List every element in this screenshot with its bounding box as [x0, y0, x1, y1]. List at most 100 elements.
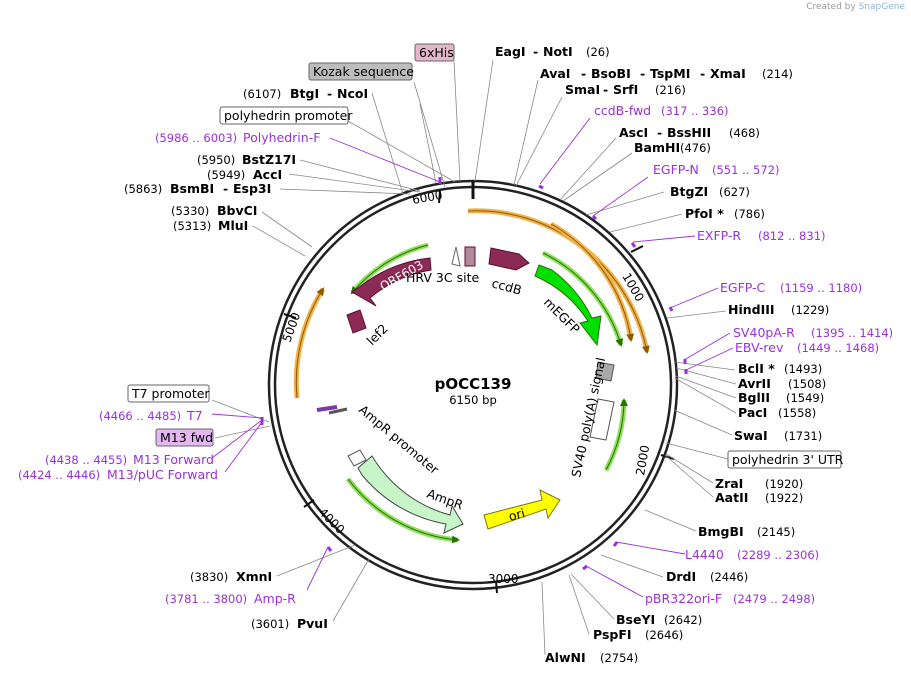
svg-text:(3781 .. 3800): (3781 .. 3800) — [165, 592, 247, 606]
svg-text:(317 .. 336): (317 .. 336) — [661, 104, 729, 118]
snapgene-credit: Created by SnapGene — [806, 2, 905, 12]
primer-sv40paR: SV40pA-R (1395 .. 1414) — [733, 325, 893, 340]
his-label: 6xHis — [419, 45, 454, 60]
svg-text:-: - — [327, 86, 332, 101]
svg-text:AlwNI: AlwNI — [545, 650, 586, 665]
enzyme-pvuI: (3601) PvuI — [251, 616, 328, 631]
svg-text:(216): (216) — [655, 83, 686, 97]
svg-text:(6107): (6107) — [243, 87, 281, 101]
svg-text:(1493): (1493) — [784, 362, 822, 376]
svg-text:(468): (468) — [729, 126, 760, 140]
primer-egfpC: EGFP-C (1159 .. 1180) — [720, 280, 862, 295]
svg-text:PfoI *: PfoI * — [685, 206, 724, 221]
polh-box — [219, 106, 349, 125]
svg-text:ZraI: ZraI — [715, 476, 743, 491]
svg-text:BtgI: BtgI — [290, 86, 319, 101]
svg-text:(1395 .. 1414): (1395 .. 1414) — [811, 326, 893, 340]
t7-promoter-label: T7 promoter — [131, 386, 210, 401]
svg-text:SmaI: SmaI — [565, 82, 600, 97]
svg-text:XmnI: XmnI — [236, 569, 272, 584]
svg-text:BsmBI: BsmBI — [170, 181, 214, 196]
svg-text:(1508): (1508) — [788, 377, 826, 391]
enzyme-zraI: ZraI (1920) — [715, 476, 803, 491]
svg-text:BtgZI: BtgZI — [670, 184, 708, 199]
enzyme-hindIII: HindIII (1229) — [728, 302, 829, 317]
svg-text:PacI: PacI — [738, 405, 767, 420]
primer-l4440: L4440 (2289 .. 2306) — [685, 547, 819, 562]
kozak-label: Kozak sequence — [313, 64, 414, 79]
svg-text:-: - — [533, 44, 538, 59]
svg-text:PspFI: PspFI — [593, 627, 632, 642]
svg-text:AccI: AccI — [253, 167, 282, 182]
svg-text:DrdI: DrdI — [666, 569, 696, 584]
svg-text:(5986 .. 6003): (5986 .. 6003) — [155, 131, 237, 145]
svg-text:(2145): (2145) — [757, 525, 795, 539]
svg-text:(1731): (1731) — [784, 429, 822, 443]
tick-label-2000: 2000 — [633, 444, 652, 477]
svg-text:(4424 .. 4446): (4424 .. 4446) — [18, 468, 100, 482]
m13-fwd-box — [155, 428, 214, 447]
enzyme-smaI: SmaI - SrfI (216) — [565, 82, 686, 97]
svg-text:EXFP-R: EXFP-R — [697, 228, 741, 243]
svg-text:SwaI: SwaI — [734, 428, 768, 443]
svg-text:BstZ17I: BstZ17I — [242, 152, 296, 167]
orf603-feature — [351, 257, 432, 307]
megfp-feature — [534, 264, 602, 347]
svg-text:TspMI: TspMI — [650, 66, 690, 81]
svg-text:(214): (214) — [762, 67, 793, 81]
svg-text:(2479 .. 2498): (2479 .. 2498) — [733, 592, 815, 606]
svg-text:(26): (26) — [586, 45, 610, 59]
svg-text:EGFP-N: EGFP-N — [653, 162, 699, 177]
svg-text:(1229): (1229) — [791, 303, 829, 317]
svg-text:SrfI: SrfI — [613, 82, 638, 97]
svg-text:PvuI: PvuI — [297, 616, 328, 631]
enzyme-eagI: EagI - NotI (26) — [495, 44, 610, 59]
plasmid-name: pOCC139 — [435, 375, 512, 393]
svg-text:(5949): (5949) — [207, 168, 245, 182]
svg-text:(5313): (5313) — [173, 219, 211, 233]
svg-text:(3601): (3601) — [251, 617, 289, 631]
enzyme-btgZI: BtgZI (627) — [670, 184, 750, 199]
polh-label: polyhedrin promoter — [224, 108, 353, 123]
ampr-promoter-feature — [347, 449, 367, 467]
enzyme-pfoI: PfoI * (786) — [685, 206, 765, 221]
t7-marker — [328, 407, 348, 415]
tick-marks — [283, 190, 675, 594]
primer-m13Forward: (4438 .. 4455) M13 Forward — [45, 452, 214, 467]
svg-text:(5863): (5863) — [124, 182, 162, 196]
primer-pbr322: pBR322ori-F (2479 .. 2498) — [645, 591, 815, 606]
his-box — [414, 43, 455, 62]
svg-text:(2446): (2446) — [710, 570, 748, 584]
hrv-label: HRV 3C site — [406, 270, 479, 285]
primer-ampR: (3781 .. 3800) Amp-R — [165, 591, 296, 606]
svg-text:(812 .. 831): (812 .. 831) — [758, 229, 826, 243]
svg-text:pBR322ori-F: pBR322ori-F — [645, 591, 722, 606]
enzyme-bamHI: BamHI (476) — [634, 140, 711, 155]
enzyme-xmnI: (3830) XmnI — [190, 569, 272, 584]
svg-text:L4440: L4440 — [685, 547, 724, 562]
enzyme-btgI: (6107) BtgI - NcoI — [243, 86, 368, 101]
enzyme-mluI: (5313) MluI — [173, 218, 248, 233]
svg-text:BglII: BglII — [738, 390, 770, 405]
primer-exfpR: EXFP-R (812 .. 831) — [697, 228, 826, 243]
svg-text:(2289 .. 2306): (2289 .. 2306) — [737, 548, 819, 562]
enzyme-swaI: SwaI (1731) — [734, 428, 822, 443]
svg-text:(3830): (3830) — [190, 570, 228, 584]
lef2-label: lef2 — [364, 321, 391, 348]
primer-t7: (4466 .. 4485) T7 — [99, 408, 203, 423]
enzyme-pspFI: PspFI (2646) — [593, 627, 683, 642]
svg-text:(786): (786) — [734, 207, 765, 221]
svg-text:(1159 .. 1180): (1159 .. 1180) — [780, 281, 862, 295]
svg-text:M13 Forward: M13 Forward — [133, 452, 214, 467]
ccdb-feature — [488, 247, 530, 271]
enzyme-drdI: DrdI (2446) — [666, 569, 748, 584]
primer-m13puc: (4424 .. 4446) M13/pUC Forward — [18, 467, 218, 482]
svg-text:(1549): (1549) — [786, 391, 824, 405]
snapgene-brand: SnapGene — [858, 2, 905, 12]
svg-text:-: - — [603, 82, 608, 97]
tick-label-1000: 1000 — [619, 271, 646, 304]
sv40-polya-feature — [589, 398, 615, 441]
primer-ccdBfwd: ccdB-fwd (317 .. 336) — [594, 103, 729, 118]
svg-text:(1449 .. 1468): (1449 .. 1468) — [797, 341, 879, 355]
